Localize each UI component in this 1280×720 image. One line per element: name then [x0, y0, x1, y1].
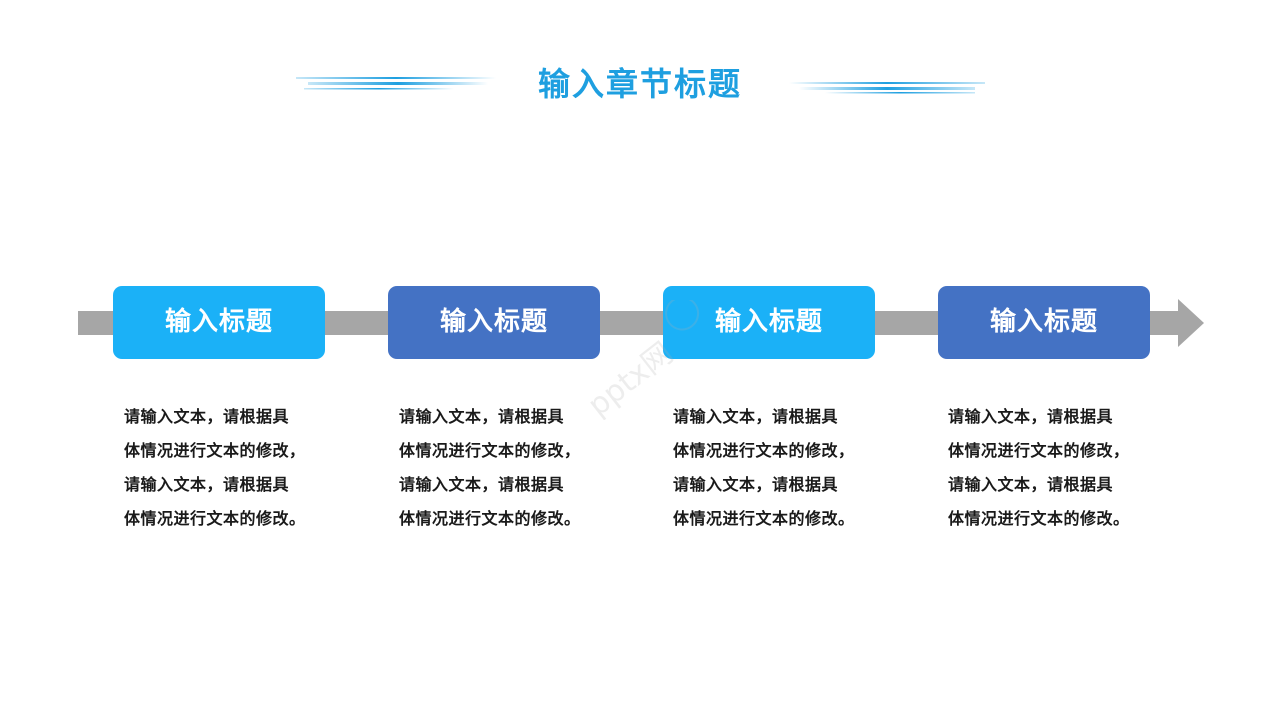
step-3-line-2: 体情况进行文本的修改，: [673, 441, 855, 460]
step-1-line-4: 体情况进行文本的修改。: [124, 509, 306, 528]
step-2-line-4: 体情况进行文本的修改。: [399, 509, 581, 528]
step-1-line-3: 请输入文本，请根据具: [124, 475, 290, 494]
page-title: 输入章节标题: [537, 65, 742, 103]
step-4-heading-box: 输入标题: [938, 286, 1150, 359]
step-3-heading-box: 输入标题: [663, 286, 875, 359]
step-4-line-4: 体情况进行文本的修改。: [948, 509, 1130, 528]
step-3-line-3: 请输入文本，请根据具: [673, 475, 839, 494]
step-1-heading-box: 输入标题: [113, 286, 325, 359]
step-3-line-4: 体情况进行文本的修改。: [673, 509, 855, 528]
step-2-heading-box: 输入标题: [388, 286, 600, 359]
step-1-line-2: 体情况进行文本的修改，: [124, 441, 306, 460]
step-3-description: 请输入文本，请根据具 体情况进行文本的修改， 请输入文本，请根据具 体情况进行文…: [673, 400, 888, 536]
process-arrow-head: [1178, 299, 1204, 347]
step-2-description: 请输入文本，请根据具 体情况进行文本的修改， 请输入文本，请根据具 体情况进行文…: [399, 400, 614, 536]
step-3-line-1: 请输入文本，请根据具: [673, 407, 839, 426]
step-4-line-2: 体情况进行文本的修改，: [948, 441, 1130, 460]
title-right-decoration: [789, 82, 985, 94]
step-1-line-1: 请输入文本，请根据具: [124, 407, 290, 426]
title-left-decoration: [296, 77, 496, 90]
step-2-line-3: 请输入文本，请根据具: [399, 475, 565, 494]
step-1-description: 请输入文本，请根据具 体情况进行文本的修改， 请输入文本，请根据具 体情况进行文…: [124, 400, 339, 536]
step-2-line-2: 体情况进行文本的修改，: [399, 441, 581, 460]
step-4-line-3: 请输入文本，请根据具: [948, 475, 1114, 494]
step-4-line-1: 请输入文本，请根据具: [948, 407, 1114, 426]
step-2-line-1: 请输入文本，请根据具: [399, 407, 565, 426]
step-4-description: 请输入文本，请根据具 体情况进行文本的修改， 请输入文本，请根据具 体情况进行文…: [948, 400, 1163, 536]
